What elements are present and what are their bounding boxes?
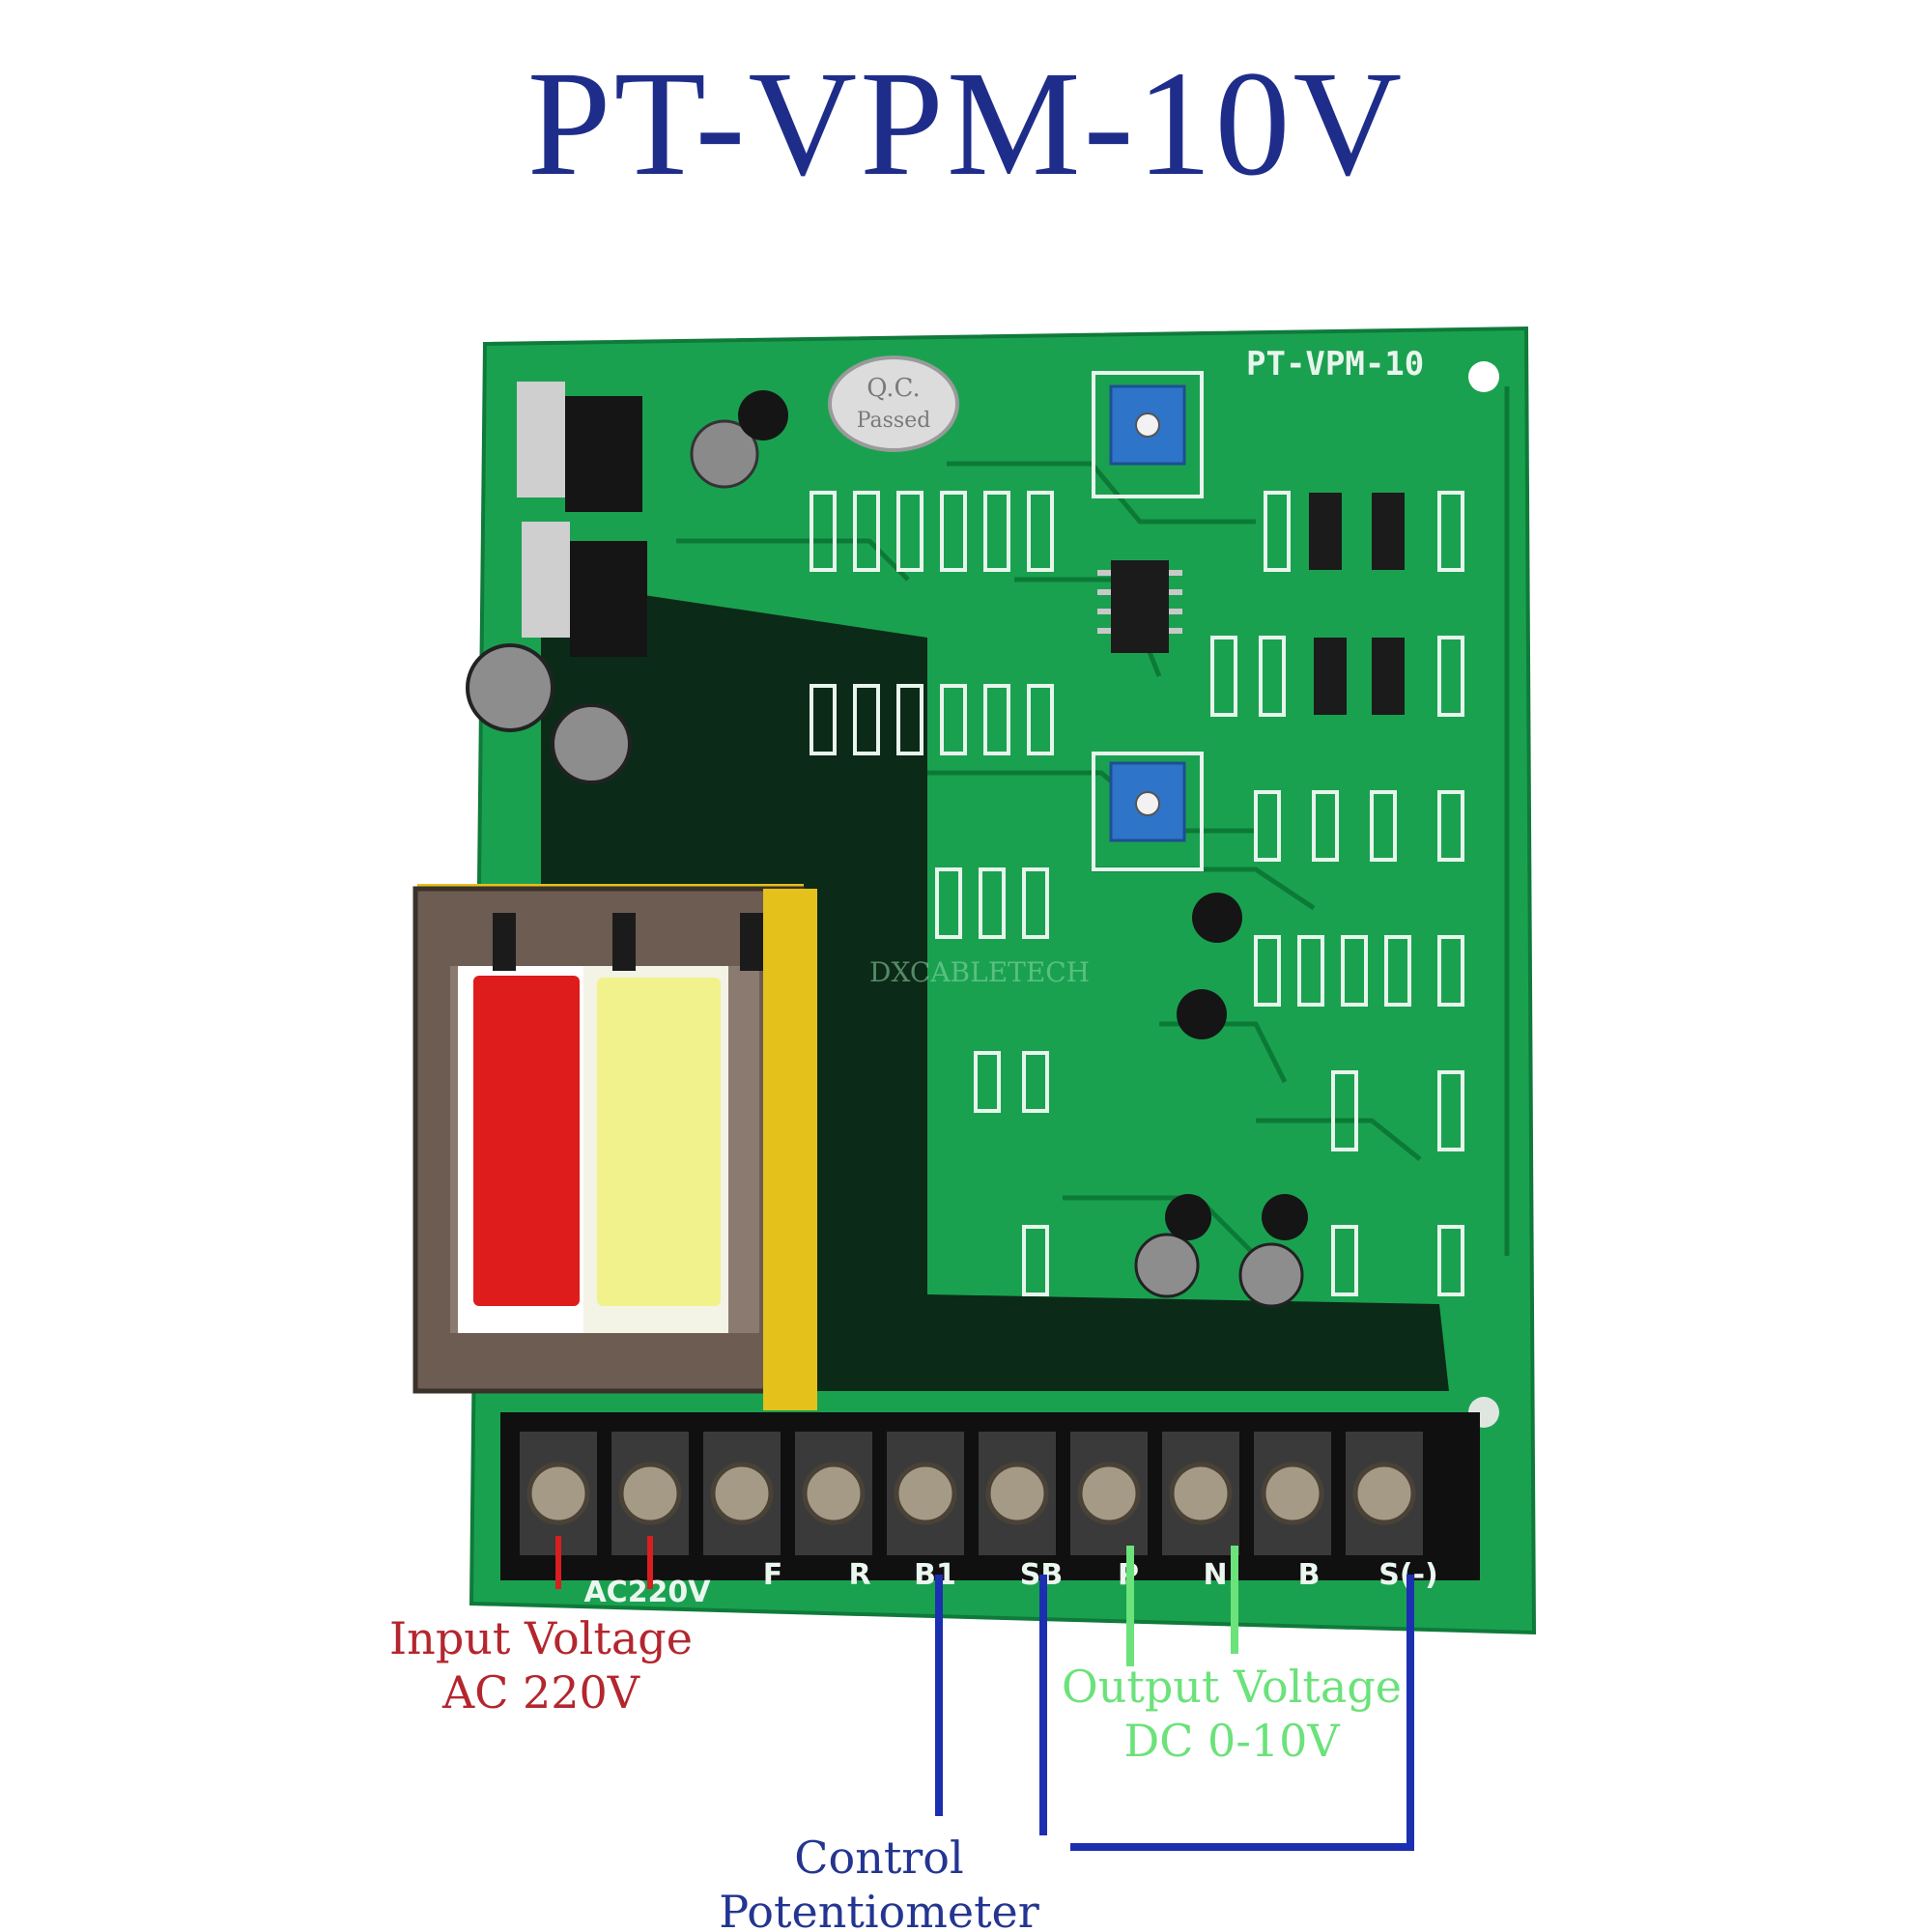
watermark: DXCABLETECH — [869, 956, 1090, 988]
transformer — [412, 884, 817, 1410]
qc-sticker-bottom: Passed — [857, 409, 931, 433]
ic-chip — [1111, 560, 1169, 653]
input-voltage-value: AC 220V — [441, 1666, 640, 1719]
output-voltage-value: DC 0-10V — [1123, 1715, 1340, 1767]
terminal-label-f: F — [763, 1558, 783, 1592]
trim-pot-frame — [1092, 752, 1204, 871]
input-wires — [555, 1536, 653, 1589]
input-voltage-title: Input Voltage — [389, 1612, 693, 1664]
trim-pot-knob — [1135, 412, 1160, 438]
electrolytic-capacitor — [466, 419, 1304, 1308]
terminal-label-n: N — [1203, 1558, 1227, 1592]
control-label-line2: Potentiometer — [719, 1886, 1039, 1932]
ic-pins — [1097, 570, 1182, 634]
control-potentiometer-label: Control Potentiometer — [667, 1831, 1092, 1932]
smd-diodes — [1309, 493, 1405, 715]
terminal-label-r: R — [848, 1558, 870, 1592]
page-title: PT-VPM-10V — [526, 40, 1406, 207]
voltage-regulator — [517, 382, 647, 657]
output-wires — [1126, 1546, 1238, 1666]
transistor — [738, 390, 1308, 1240]
qc-sticker — [828, 355, 959, 452]
silkscreen-model: PT-VPM-10 — [1246, 345, 1424, 384]
terminal-label-b: B — [1298, 1558, 1321, 1592]
smd-components — [810, 491, 1464, 1296]
qc-sticker-top: Q.C. — [867, 374, 921, 403]
control-wires — [935, 1575, 1414, 1851]
terminal-screws — [520, 1432, 1423, 1555]
trim-pot-knob — [1135, 791, 1160, 816]
trim-pot-frame — [1092, 371, 1204, 498]
output-voltage-label: Output Voltage DC 0-10V — [1038, 1660, 1425, 1768]
control-label-line1: Control — [794, 1832, 964, 1884]
input-voltage-label: Input Voltage AC 220V — [357, 1611, 724, 1719]
output-voltage-title: Output Voltage — [1062, 1661, 1402, 1713]
mounting-hole — [1468, 361, 1499, 392]
